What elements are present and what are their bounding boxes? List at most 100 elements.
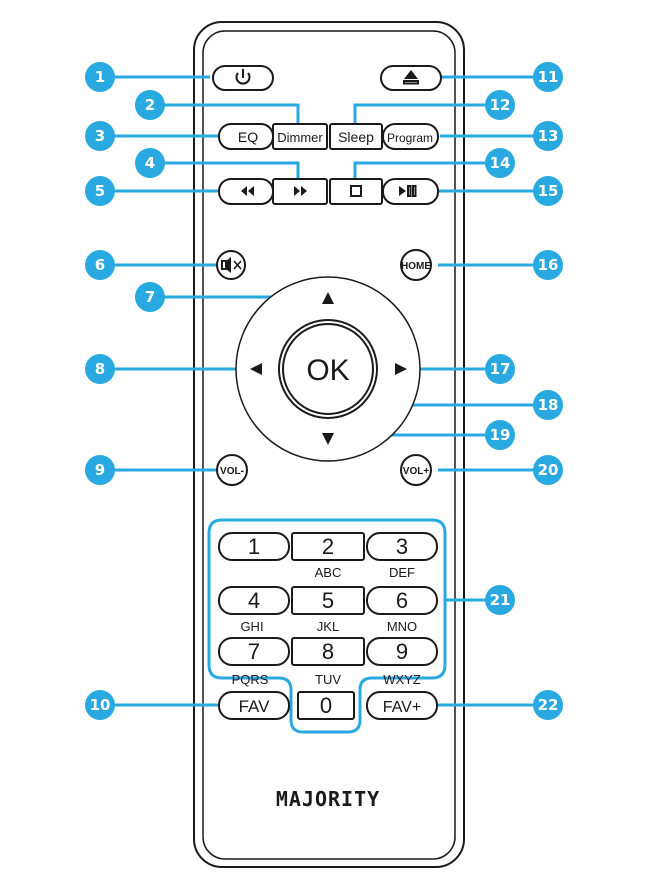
- key-0[interactable]: 0: [297, 691, 355, 720]
- letters-mno: MNO: [387, 619, 417, 634]
- svg-text:21: 21: [490, 591, 511, 609]
- callout-19: 19: [485, 420, 515, 450]
- svg-text:19: 19: [490, 426, 511, 444]
- svg-text:16: 16: [538, 256, 559, 274]
- key-6[interactable]: 6: [366, 586, 438, 615]
- eq-label: EQ: [238, 129, 258, 145]
- arrow-right-icon: [395, 363, 407, 375]
- svg-text:14: 14: [490, 154, 511, 172]
- key-1[interactable]: 1: [218, 532, 290, 561]
- key-8-digit: 8: [322, 639, 334, 664]
- callout-4: 4: [135, 148, 165, 178]
- key-3[interactable]: 3: [366, 532, 438, 561]
- key-4-digit: 4: [248, 588, 260, 613]
- power-icon: [235, 69, 251, 85]
- play-pause-icon: [399, 185, 417, 197]
- fav-label: FAV: [239, 697, 271, 716]
- stop-icon: [350, 185, 362, 197]
- power-button[interactable]: [212, 65, 274, 91]
- callout-11: 11: [533, 62, 563, 92]
- key-4[interactable]: 4: [218, 586, 290, 615]
- svg-text:18: 18: [538, 396, 559, 414]
- key-7-digit: 7: [248, 639, 260, 664]
- arrow-left-icon: [250, 363, 262, 375]
- dimmer-label: Dimmer: [277, 130, 323, 145]
- key-9[interactable]: 9: [366, 637, 438, 666]
- key-3-digit: 3: [396, 534, 408, 559]
- callout-3: 3: [85, 121, 115, 151]
- letters-jkl: JKL: [317, 619, 339, 634]
- callout-2: 2: [135, 90, 165, 120]
- letters-def: DEF: [389, 565, 415, 580]
- letters-wxyz: WXYZ: [383, 672, 421, 687]
- stop-button[interactable]: [329, 178, 383, 205]
- svg-text:4: 4: [145, 154, 155, 172]
- nav-left-button[interactable]: [250, 363, 262, 375]
- callout-17: 17: [485, 354, 515, 384]
- fast-forward-button[interactable]: [272, 178, 328, 205]
- callout-9: 9: [85, 455, 115, 485]
- program-label: Program: [387, 131, 433, 145]
- callout-20: 20: [533, 455, 563, 485]
- dimmer-button[interactable]: Dimmer: [272, 123, 328, 150]
- fav-plus-label: FAV+: [383, 699, 421, 716]
- rewind-button[interactable]: [218, 178, 274, 205]
- nav-right-button[interactable]: [395, 363, 407, 375]
- program-button[interactable]: Program: [382, 123, 439, 150]
- ok-button[interactable]: OK: [278, 319, 378, 419]
- callout-18: 18: [533, 390, 563, 420]
- svg-text:5: 5: [95, 182, 105, 200]
- callout-6: 6: [85, 250, 115, 280]
- svg-text:22: 22: [538, 696, 559, 714]
- callout-5: 5: [85, 176, 115, 206]
- fav-button[interactable]: FAV: [218, 691, 290, 720]
- arrow-up-icon: [322, 292, 334, 304]
- svg-text:8: 8: [95, 360, 105, 378]
- svg-text:7: 7: [145, 288, 155, 306]
- vol-plus-button[interactable]: VOL+: [400, 454, 432, 486]
- key-2-digit: 2: [322, 534, 334, 559]
- sleep-button[interactable]: Sleep: [329, 123, 383, 150]
- svg-text:15: 15: [538, 182, 559, 200]
- key-7[interactable]: 7: [218, 637, 290, 666]
- callout-13: 13: [533, 121, 563, 151]
- svg-text:3: 3: [95, 127, 105, 145]
- key-6-digit: 6: [396, 588, 408, 613]
- svg-text:6: 6: [95, 256, 105, 274]
- callout-10: 10: [85, 690, 115, 720]
- key-5[interactable]: 5: [291, 586, 365, 615]
- callout-16: 16: [533, 250, 563, 280]
- callout-1: 1: [85, 62, 115, 92]
- svg-text:11: 11: [538, 68, 559, 86]
- eject-icon: [403, 70, 419, 85]
- nav-down-button[interactable]: [322, 433, 334, 445]
- key-8[interactable]: 8: [291, 637, 365, 666]
- vol-minus-button[interactable]: VOL-: [216, 454, 248, 486]
- eject-button[interactable]: [380, 65, 442, 91]
- svg-text:1: 1: [95, 68, 105, 86]
- home-button[interactable]: HOME: [400, 249, 432, 281]
- callout-15: 15: [533, 176, 563, 206]
- rewind-icon: [241, 186, 254, 196]
- letters-ghi: GHI: [240, 619, 263, 634]
- sleep-label: Sleep: [338, 129, 374, 145]
- key-1-digit: 1: [248, 534, 260, 559]
- fast-forward-icon: [294, 186, 307, 196]
- svg-text:9: 9: [95, 461, 105, 479]
- fav-plus-button[interactable]: FAV+: [366, 691, 438, 720]
- eq-button[interactable]: EQ: [218, 123, 274, 150]
- letters-tuv: TUV: [315, 672, 341, 687]
- callout-14: 14: [485, 148, 515, 178]
- play-pause-button[interactable]: [382, 178, 439, 205]
- vol-minus-label: VOL-: [220, 466, 244, 477]
- key-2[interactable]: 2: [291, 532, 365, 561]
- ok-label: OK: [306, 354, 349, 387]
- mute-button[interactable]: [216, 250, 246, 280]
- callout-22: 22: [533, 690, 563, 720]
- callout-8: 8: [85, 354, 115, 384]
- vol-plus-label: VOL+: [403, 466, 430, 477]
- nav-up-button[interactable]: [322, 292, 334, 304]
- callout-7: 7: [135, 282, 165, 312]
- letters-abc: ABC: [315, 565, 342, 580]
